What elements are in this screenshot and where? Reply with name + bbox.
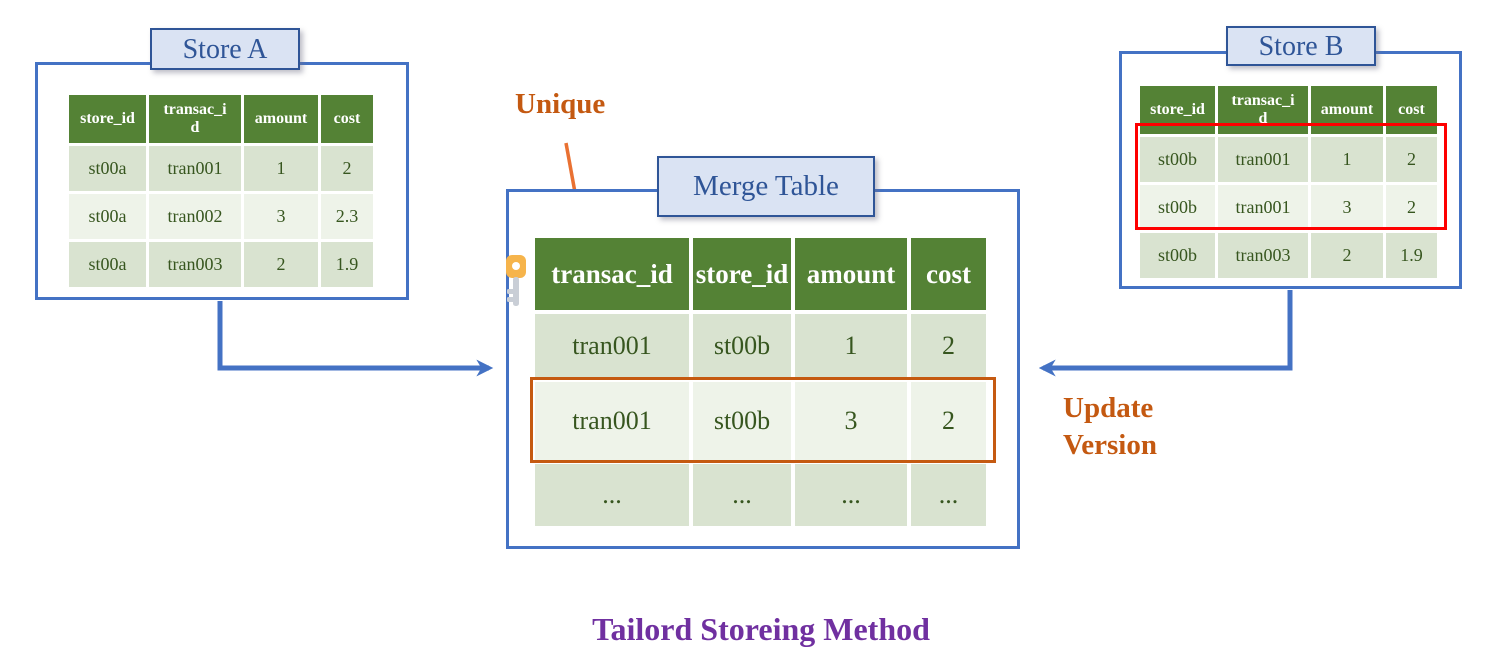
table-cell: 1.9 — [1386, 233, 1437, 278]
column-header: store_id — [693, 238, 791, 310]
store-b-title: Store B — [1226, 26, 1376, 66]
table-cell: st00b — [693, 382, 791, 460]
table-cell: ... — [693, 464, 791, 526]
table-cell: 1.9 — [321, 242, 373, 287]
column-header: cost — [1386, 86, 1437, 134]
column-header: transac_id — [1218, 86, 1308, 134]
column-header: cost — [911, 238, 986, 310]
table-cell: st00a — [69, 146, 146, 191]
table-cell: st00a — [69, 194, 146, 239]
column-header: store_id — [1140, 86, 1215, 134]
column-header: transac_id — [535, 238, 689, 310]
table-cell: st00b — [1140, 233, 1215, 278]
table-row: st00a tran003 2 1.9 — [69, 242, 373, 287]
table-row: st00b tran003 2 1.9 — [1140, 233, 1437, 278]
diagram-caption: Tailord Storeing Method — [592, 611, 930, 647]
store-a-to-merge-arrow — [217, 301, 494, 377]
table-cell: 2 — [321, 146, 373, 191]
table-cell: tran001 — [149, 146, 241, 191]
table-row: tran001 st00b 3 2 — [535, 382, 986, 460]
table-cell: tran001 — [535, 382, 689, 460]
table-cell: 2 — [1311, 233, 1383, 278]
merge-table-panel: Merge Table transac_id store_id amount c… — [506, 156, 1020, 549]
table-cell: 2 — [244, 242, 318, 287]
store-a-table: store_id transac_id amount cost st00a tr… — [66, 92, 376, 290]
unique-label: Unique — [515, 88, 606, 120]
table-cell: 2.3 — [321, 194, 373, 239]
table-cell: ... — [911, 464, 986, 526]
table-cell: 2 — [911, 314, 986, 378]
table-row: ... ... ... ... — [535, 464, 986, 526]
store-b-to-merge-arrow — [1038, 290, 1293, 377]
column-header: store_id — [69, 95, 146, 143]
table-cell: 3 — [795, 382, 907, 460]
table-cell: 3 — [1311, 185, 1383, 230]
table-row: st00a tran001 1 2 — [69, 146, 373, 191]
table-cell: 1 — [795, 314, 907, 378]
table-cell: st00b — [1140, 137, 1215, 182]
table-cell: tran003 — [1218, 233, 1308, 278]
table-cell: 2 — [1386, 137, 1437, 182]
table-cell: tran001 — [535, 314, 689, 378]
store-b-panel: Store B store_id transac_id amount cost … — [1119, 26, 1462, 289]
table-cell: ... — [535, 464, 689, 526]
merge-table-title: Merge Table — [657, 156, 875, 217]
table-cell: st00b — [1140, 185, 1215, 230]
store-a-panel: Store A store_id transac_id amount cost … — [35, 28, 409, 300]
table-cell: tran002 — [149, 194, 241, 239]
table-cell: 1 — [1311, 137, 1383, 182]
store-b-table: store_id transac_id amount cost st00b tr… — [1137, 83, 1440, 281]
table-cell: st00a — [69, 242, 146, 287]
table-cell: 1 — [244, 146, 318, 191]
table-cell: ... — [795, 464, 907, 526]
table-row: st00b tran001 1 2 — [1140, 137, 1437, 182]
column-header: cost — [321, 95, 373, 143]
table-cell: st00b — [693, 314, 791, 378]
duplicate-rows-highlight — [1135, 123, 1447, 230]
update-version-label: Update Version — [1063, 392, 1157, 461]
column-header: amount — [244, 95, 318, 143]
table-cell: tran003 — [149, 242, 241, 287]
table-cell: tran001 — [1218, 185, 1308, 230]
column-header: amount — [1311, 86, 1383, 134]
table-cell: 2 — [911, 382, 986, 460]
key-icon — [506, 255, 526, 306]
store-a-title: Store A — [150, 28, 300, 70]
table-cell: 2 — [1386, 185, 1437, 230]
updated-row-highlight — [530, 377, 996, 463]
merge-table: transac_id store_id amount cost tran001 … — [531, 234, 990, 530]
column-header: transac_id — [149, 95, 241, 143]
column-header: amount — [795, 238, 907, 310]
table-cell: tran001 — [1218, 137, 1308, 182]
table-row: tran001 st00b 1 2 — [535, 314, 986, 378]
table-row: st00b tran001 3 2 — [1140, 185, 1437, 230]
table-row: st00a tran002 3 2.3 — [69, 194, 373, 239]
table-cell: 3 — [244, 194, 318, 239]
